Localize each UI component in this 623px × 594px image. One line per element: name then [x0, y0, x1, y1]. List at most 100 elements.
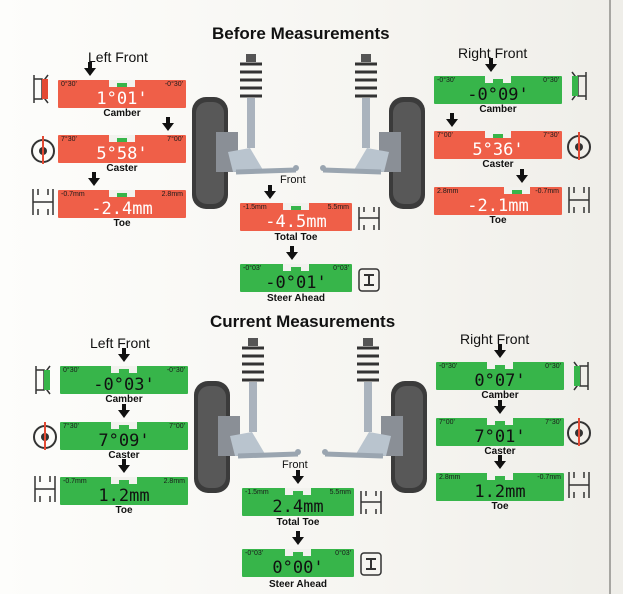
gauge-value: 7°09': [98, 431, 150, 451]
steering-wheel-icon: [358, 268, 380, 292]
before-rf-caster-gauge: 7°00' 7°30' 5°36': [434, 113, 562, 160]
max-limit: 0°30': [545, 363, 561, 370]
before-rf-caster-label: Caster: [482, 159, 514, 170]
max-limit: 0°03': [333, 265, 349, 272]
current-total-toe-label: Total Toe: [276, 517, 320, 528]
min-limit: -0.7mm: [63, 478, 87, 485]
current-lf-camber-label: Camber: [105, 394, 143, 405]
gauge-value: 0°07': [474, 371, 526, 391]
before-lf-caster-label: Caster: [106, 163, 138, 174]
gauge-value: -0°01': [265, 273, 327, 293]
min-limit: 0°30': [63, 367, 79, 374]
gauge-value: -0°03': [93, 375, 155, 395]
min-limit: -0°03': [243, 265, 262, 272]
current-steer-ahead-gauge: -0°03' 0°03' 0°00': [242, 531, 354, 578]
arrow-icon: [286, 246, 298, 260]
min-limit: 7°30': [63, 423, 79, 430]
max-limit: -0.7mm: [537, 474, 561, 481]
min-limit: -0°30': [437, 77, 456, 84]
arrow-icon: [162, 117, 174, 131]
gauge-value: -4.5mm: [265, 212, 327, 232]
before-rf-camber-gauge: -0°30' 0°30' -0°09': [434, 58, 562, 105]
min-limit: 2.8mm: [437, 188, 459, 195]
current-right-front-label: Right Front: [460, 331, 530, 347]
min-limit: -0°30': [439, 363, 458, 370]
gauge-value: 1.2mm: [98, 486, 150, 506]
caster-icon: [567, 418, 591, 446]
current-lf-camber-gauge: 0°30' -0°30' -0°03': [60, 348, 188, 395]
min-limit: 7°00': [439, 419, 455, 426]
toe-icon: [360, 491, 382, 514]
current-rf-camber-label: Camber: [481, 390, 519, 401]
max-limit: 2.8mm: [161, 191, 183, 198]
min-limit: -1.5mm: [245, 489, 269, 496]
max-limit: 7°30': [545, 419, 561, 426]
max-limit: 5.5mm: [329, 489, 351, 496]
before-total-toe-label: Total Toe: [274, 232, 318, 243]
arrow-icon: [84, 62, 96, 76]
toe-icon: [32, 189, 54, 215]
before-lf-toe-label: Toe: [113, 218, 131, 229]
current-lf-caster-gauge: 7°30' 7°00' 7°09': [60, 404, 188, 451]
caster-icon: [33, 422, 57, 450]
arrow-icon: [516, 169, 528, 183]
max-limit: 2.8mm: [163, 478, 185, 485]
arrow-icon: [88, 172, 100, 186]
before-lf-caster-gauge: 7°30' 7°00' 5°58': [58, 117, 186, 163]
max-limit: 5.5mm: [327, 204, 349, 211]
gauge-value: 5°36': [472, 140, 524, 160]
before-steer-ahead-label: Steer Ahead: [267, 293, 325, 304]
current-lf-caster-label: Caster: [108, 450, 140, 461]
current-title: Current Measurements: [210, 312, 396, 331]
before-front-label: Front: [280, 174, 306, 186]
toe-icon: [568, 472, 590, 498]
min-limit: 7°30': [61, 136, 77, 143]
min-limit: 2.8mm: [439, 474, 461, 481]
arrow-icon: [446, 113, 458, 127]
camber-icon: [33, 74, 49, 104]
arrow-icon: [292, 531, 304, 545]
gauge-value: 0°00': [272, 558, 324, 578]
steering-wheel-icon: [360, 552, 382, 576]
gauge-value: -2.1mm: [467, 196, 529, 216]
gauge-value: 2.4mm: [272, 497, 324, 517]
arrow-icon: [292, 470, 304, 484]
arrow-icon: [264, 185, 276, 199]
current-front-label: Front: [282, 459, 308, 471]
gauge-value: 7°01': [474, 427, 526, 447]
arrow-icon: [494, 400, 506, 414]
current-lf-toe-gauge: -0.7mm 2.8mm 1.2mm: [60, 459, 188, 506]
current-steer-ahead-label: Steer Ahead: [269, 579, 327, 590]
page-border-line: [609, 0, 611, 594]
before-lf-camber-label: Camber: [103, 108, 141, 119]
before-suspension-illustration-icon: [192, 54, 425, 209]
current-lf-toe-label: Toe: [115, 505, 133, 516]
gauge-value: 1°01': [96, 89, 148, 109]
current-rf-toe-gauge: 2.8mm -0.7mm 1.2mm: [436, 455, 564, 502]
before-rf-camber-label: Camber: [479, 104, 517, 115]
before-steer-ahead-gauge: -0°03' 0°03' -0°01': [240, 246, 352, 293]
max-limit: 0°03': [335, 550, 351, 557]
current-total-toe-gauge: -1.5mm 5.5mm 2.4mm: [242, 470, 354, 517]
camber-icon: [571, 71, 587, 101]
arrow-icon: [494, 344, 506, 358]
max-limit: -0°30': [166, 367, 185, 374]
min-limit: 7°00': [437, 132, 453, 139]
camber-icon: [35, 365, 51, 395]
before-rf-toe-gauge: 2.8mm -0.7mm -2.1mm: [434, 169, 562, 216]
gauge-value: -0°09': [467, 85, 529, 105]
current-rf-toe-label: Toe: [491, 501, 509, 512]
min-limit: -1.5mm: [243, 204, 267, 211]
before-total-toe-gauge: -1.5mm 5.5mm -4.5mm: [240, 185, 352, 232]
min-limit: -0°03': [245, 550, 264, 557]
arrow-icon: [118, 459, 130, 473]
toe-icon: [358, 207, 380, 230]
before-title: Before Measurements: [212, 24, 390, 43]
caster-icon: [31, 136, 55, 164]
min-limit: -0.7mm: [61, 191, 85, 198]
gauge-value: -2.4mm: [91, 199, 153, 219]
gauge-value: 1.2mm: [474, 482, 526, 502]
max-limit: 7°30': [543, 132, 559, 139]
current-rf-camber-gauge: -0°30' 0°30' 0°07': [436, 344, 564, 391]
min-limit: 0°30': [61, 81, 77, 88]
